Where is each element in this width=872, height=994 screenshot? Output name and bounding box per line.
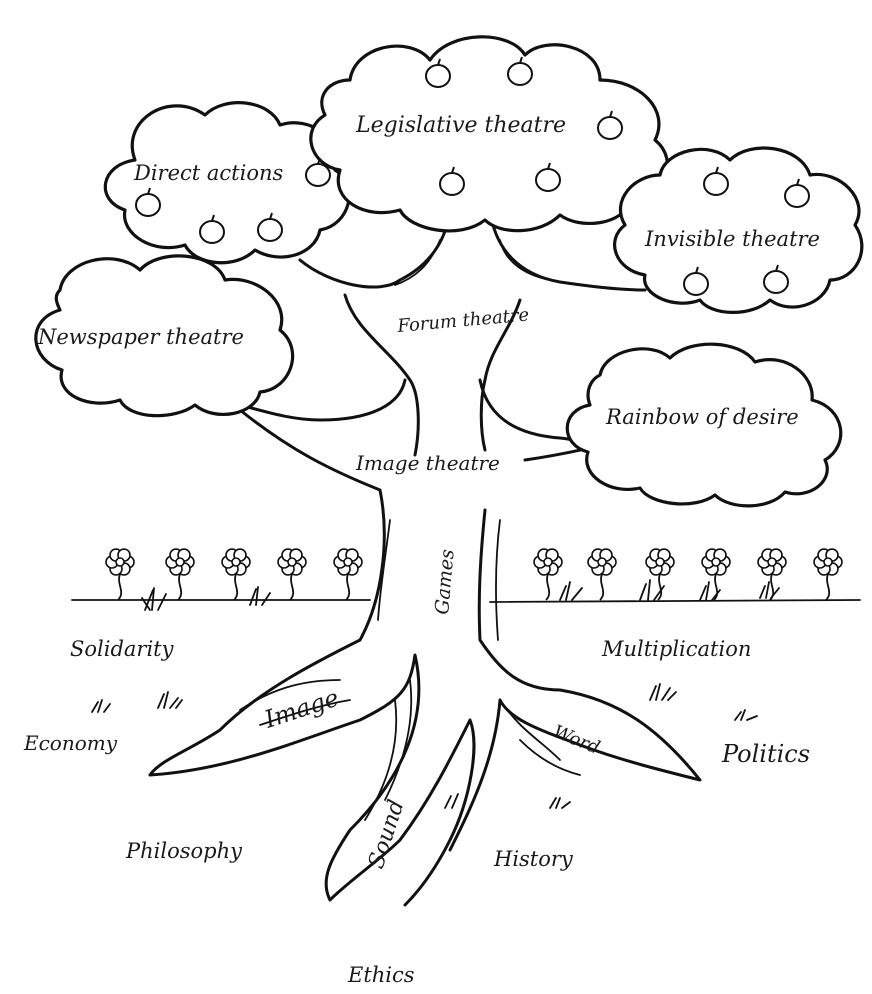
- apple-icon: [763, 264, 789, 294]
- flower-icon: [105, 548, 135, 601]
- apple-icon: [703, 166, 729, 196]
- flower-icon: [645, 548, 675, 601]
- label-direct-actions: Direct actions: [133, 161, 283, 185]
- label-rainbow-of-desire: Rainbow of desire: [605, 405, 799, 429]
- label-newspaper-theatre: Newspaper theatre: [37, 325, 244, 349]
- apple-icon: [683, 266, 709, 296]
- apple-icon: [535, 162, 561, 192]
- label-word-root: Word: [550, 721, 603, 759]
- flower-icon: [277, 548, 307, 601]
- label-multiplication: Multiplication: [601, 637, 751, 661]
- grass-tufts: [91, 579, 780, 809]
- label-history: History: [493, 847, 574, 871]
- label-ethics: Ethics: [347, 963, 415, 987]
- apple-icon: [257, 212, 283, 242]
- label-invisible-theatre: Invisible theatre: [644, 227, 820, 251]
- apple-icon: [439, 166, 465, 196]
- apple-icon: [135, 187, 161, 217]
- cloud-direct-actions: [103, 101, 351, 265]
- flower-icon: [221, 548, 251, 601]
- apple-icon: [507, 56, 533, 86]
- apple-icon: [305, 157, 331, 187]
- label-politics: Politics: [721, 740, 810, 768]
- flower-icon: [533, 548, 563, 601]
- cloud-newspaper-theatre: [34, 254, 295, 418]
- flower-icon: [165, 548, 195, 601]
- ground-line-right: [489, 599, 861, 603]
- label-games: Games: [431, 548, 459, 615]
- flower-icon: [333, 548, 363, 601]
- flower-icon: [813, 548, 843, 601]
- flower-icon: [757, 548, 787, 601]
- label-image-root: Image: [260, 684, 342, 734]
- label-image-theatre: Image theatre: [355, 451, 500, 475]
- flowers: [105, 548, 843, 601]
- cloud-rainbow-of-desire: [565, 342, 843, 508]
- apples: [135, 56, 810, 296]
- label-legislative-theatre: Legislative theatre: [355, 113, 566, 138]
- label-economy: Economy: [23, 731, 118, 755]
- label-forum-theatre: Forum theatre: [396, 305, 530, 338]
- apple-icon: [425, 58, 451, 88]
- apple-icon: [199, 214, 225, 244]
- apple-icon: [784, 178, 810, 208]
- label-solidarity: Solidarity: [70, 637, 175, 661]
- label-philosophy: Philosophy: [125, 839, 243, 863]
- apple-icon: [597, 110, 623, 140]
- flower-icon: [701, 548, 731, 601]
- tree-trunk: [148, 208, 702, 907]
- flower-icon: [587, 548, 617, 601]
